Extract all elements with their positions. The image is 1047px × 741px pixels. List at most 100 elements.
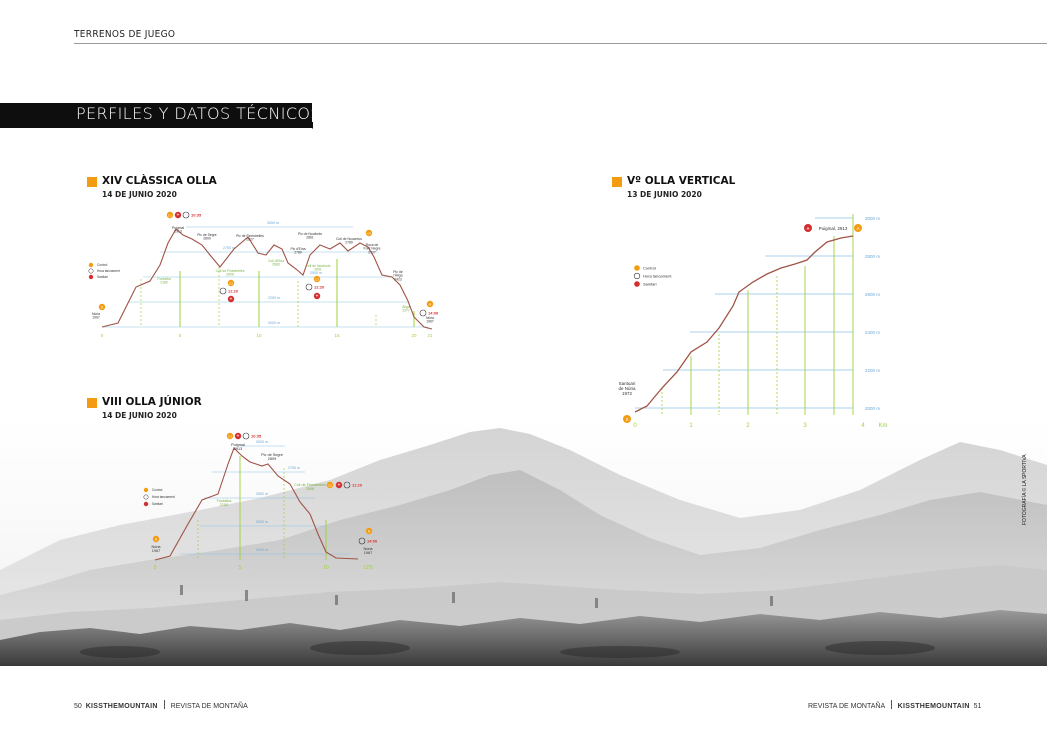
alt-label: 2500 m bbox=[310, 271, 322, 275]
section-label: TERRENOS DE JUEGO bbox=[74, 29, 176, 40]
time-label: 10:35 bbox=[191, 213, 202, 218]
alt-label: 2250 m bbox=[268, 296, 280, 300]
profile-junior: 3000 m 2750 m 2500 m 2250 m 2000 m Núria… bbox=[143, 432, 378, 571]
svg-text:C4: C4 bbox=[367, 232, 371, 236]
footer-divider bbox=[890, 700, 892, 709]
footer-divider bbox=[163, 700, 165, 709]
alt-label: 3000 m bbox=[267, 221, 279, 225]
svg-text:Km: Km bbox=[879, 423, 888, 429]
race-title-vertical: Vº OLLA VERTICAL bbox=[627, 175, 736, 187]
brand-right: KISSTHEMOUNTAIN bbox=[897, 703, 970, 710]
svg-text:0: 0 bbox=[633, 423, 637, 429]
svg-text:2250 m: 2250 m bbox=[256, 520, 268, 524]
svg-text:2000 m: 2000 m bbox=[256, 548, 268, 552]
svg-text:+: + bbox=[237, 434, 240, 440]
subtitle-right: REVISTA DE MONTAÑA bbox=[808, 703, 885, 710]
svg-text:14:00: 14:00 bbox=[367, 539, 378, 544]
svg-text:Sanitari: Sanitari bbox=[152, 502, 163, 506]
time-label: 11:20 bbox=[228, 289, 239, 294]
banner-edge bbox=[312, 103, 313, 128]
svg-text:2: 2 bbox=[746, 423, 750, 429]
photo-credit: FOTOGRAFÍA © LA SPORTIVA bbox=[1022, 454, 1028, 525]
banner-background bbox=[0, 103, 312, 128]
profile-vertical: 3000 m 2800 m 2600 m 2400 m 2200 m 2000 … bbox=[618, 214, 888, 429]
header-rule bbox=[74, 43, 1047, 44]
svg-text:2200 m: 2200 m bbox=[865, 368, 880, 373]
svg-text:3: 3 bbox=[803, 423, 807, 429]
banner-title: PERFILES Y DATOS TÉCNICOS bbox=[76, 104, 321, 123]
km-label: 10 bbox=[256, 333, 262, 338]
svg-text:C1: C1 bbox=[168, 214, 172, 218]
svg-text:Sanitari: Sanitari bbox=[97, 275, 108, 279]
svg-text:0: 0 bbox=[154, 565, 157, 571]
svg-text:2750 m: 2750 m bbox=[288, 466, 300, 470]
svg-text:12'5: 12'5 bbox=[363, 565, 373, 571]
svg-text:3000 m: 3000 m bbox=[256, 440, 268, 444]
race-date-classica: 14 DE JUNIO 2020 bbox=[102, 190, 177, 199]
svg-text:Hora tancament: Hora tancament bbox=[643, 274, 672, 279]
svg-text:2500 m: 2500 m bbox=[256, 492, 268, 496]
footer-left: 50 KISSTHEMOUNTAIN REVISTA DE MONTAÑA bbox=[74, 700, 248, 710]
race-marker-classica bbox=[87, 177, 97, 187]
svg-text:2800 m: 2800 m bbox=[865, 254, 880, 259]
point-label: Puigmal, 2913 bbox=[819, 226, 848, 231]
svg-text:C1: C1 bbox=[228, 435, 232, 439]
subtitle-left: REVISTA DE MONTAÑA bbox=[170, 703, 248, 710]
legend: Control Hora tancament Sanitari bbox=[143, 487, 175, 507]
race-date-vertical: 13 DE JUNIO 2020 bbox=[627, 190, 702, 199]
svg-text:10: 10 bbox=[323, 565, 329, 571]
svg-text:S: S bbox=[625, 417, 628, 422]
km-label: 20 bbox=[411, 333, 417, 338]
svg-text:2000 m: 2000 m bbox=[865, 406, 880, 411]
race-title-classica: XIV CLÀSSICA OLLA bbox=[102, 175, 217, 187]
legend: Control Hora tancament Sanitari bbox=[633, 265, 672, 287]
page-number-left: 50 bbox=[74, 703, 82, 710]
svg-text:3000 m: 3000 m bbox=[865, 216, 880, 221]
svg-text:1: 1 bbox=[689, 423, 693, 429]
svg-text:Control: Control bbox=[643, 266, 656, 271]
svg-text:Control: Control bbox=[97, 263, 108, 267]
time-label: 12:20 bbox=[314, 285, 325, 290]
page-number-right: 51 bbox=[973, 703, 982, 710]
profile-classica: 3000 m 2750 m 2500 m 2250 m 2000 m Núria… bbox=[88, 211, 439, 338]
svg-text:A: A bbox=[429, 303, 432, 307]
km-label: 0 bbox=[101, 333, 104, 338]
elevation-line bbox=[101, 228, 433, 330]
svg-text:Sanitari: Sanitari bbox=[643, 282, 657, 287]
legend: Control Hora tancament Sanitari bbox=[88, 262, 120, 280]
footer-right: REVISTA DE MONTAÑA KISSTHEMOUNTAIN 51 bbox=[808, 700, 981, 710]
mountain-photo bbox=[0, 420, 1047, 666]
svg-text:Hora tancament: Hora tancament bbox=[97, 269, 120, 273]
svg-text:11:20: 11:20 bbox=[352, 483, 363, 488]
race-title-junior: VIII OLLA JÚNIOR bbox=[102, 396, 202, 408]
km-label: 21 bbox=[427, 333, 433, 338]
km-label: 5 bbox=[179, 333, 182, 338]
svg-text:Control: Control bbox=[152, 488, 163, 492]
race-marker-vertical bbox=[612, 177, 622, 187]
svg-text:S: S bbox=[101, 306, 104, 310]
svg-text:+: + bbox=[230, 297, 233, 303]
alt-label: 2000 m bbox=[268, 321, 280, 325]
svg-text:10:35: 10:35 bbox=[251, 434, 262, 439]
svg-text:Hora tancament: Hora tancament bbox=[152, 495, 175, 499]
svg-text:2600 m: 2600 m bbox=[865, 292, 880, 297]
svg-text:4: 4 bbox=[861, 423, 865, 429]
